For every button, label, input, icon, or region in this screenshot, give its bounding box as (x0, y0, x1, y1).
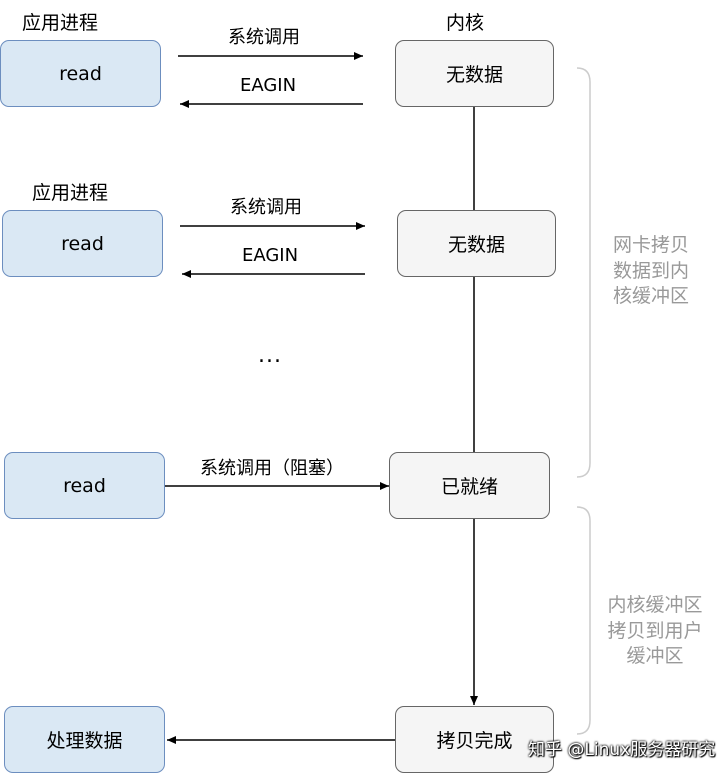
syscall-label-1: 系统调用 (228, 27, 300, 48)
no-data-box-1: 无数据 (395, 40, 554, 107)
kernel-copy-note-line-3: 缓冲区 (626, 645, 684, 668)
read-box-2: read (2, 210, 163, 277)
read-box-1: read (0, 40, 161, 107)
eagin-label-1: EAGIN (239, 75, 297, 96)
nic-copy-bracket (576, 67, 591, 478)
watermark: 知乎 @Linux服务器研究 (528, 740, 716, 760)
syscall-label-2: 系统调用 (230, 197, 302, 218)
copy-done-box: 拷贝完成 (395, 706, 554, 773)
kernel-copy-bracket (576, 506, 591, 735)
nic-copy-note-line-3: 核缓冲区 (612, 285, 689, 308)
kernel-copy-note-line-2: 拷贝到用户 (607, 619, 703, 642)
process-data-box: 处理数据 (4, 706, 165, 773)
app-process-heading-1: 应用进程 (22, 12, 99, 34)
kernel-copy-note: 内核缓冲区 拷贝到用户 缓冲区 (595, 593, 715, 670)
app-process-heading-2: 应用进程 (32, 182, 109, 204)
nic-copy-note-line-1: 网卡拷贝 (612, 234, 689, 256)
kernel-heading: 内核 (446, 12, 485, 34)
nic-copy-note: 网卡拷贝 数据到内 核缓冲区 (591, 233, 711, 310)
syscall-blocking-label: 系统调用（阻塞） (200, 458, 344, 479)
kernel-copy-note-line-1: 内核缓冲区 (607, 594, 703, 616)
nic-copy-note-line-2: 数据到内 (612, 259, 689, 282)
read-box-3: read (4, 452, 165, 519)
eagin-label-2: EAGIN (241, 245, 299, 266)
ready-box: 已就绪 (389, 452, 550, 519)
no-data-box-2: 无数据 (397, 210, 556, 277)
ellipsis: ... (258, 343, 282, 368)
